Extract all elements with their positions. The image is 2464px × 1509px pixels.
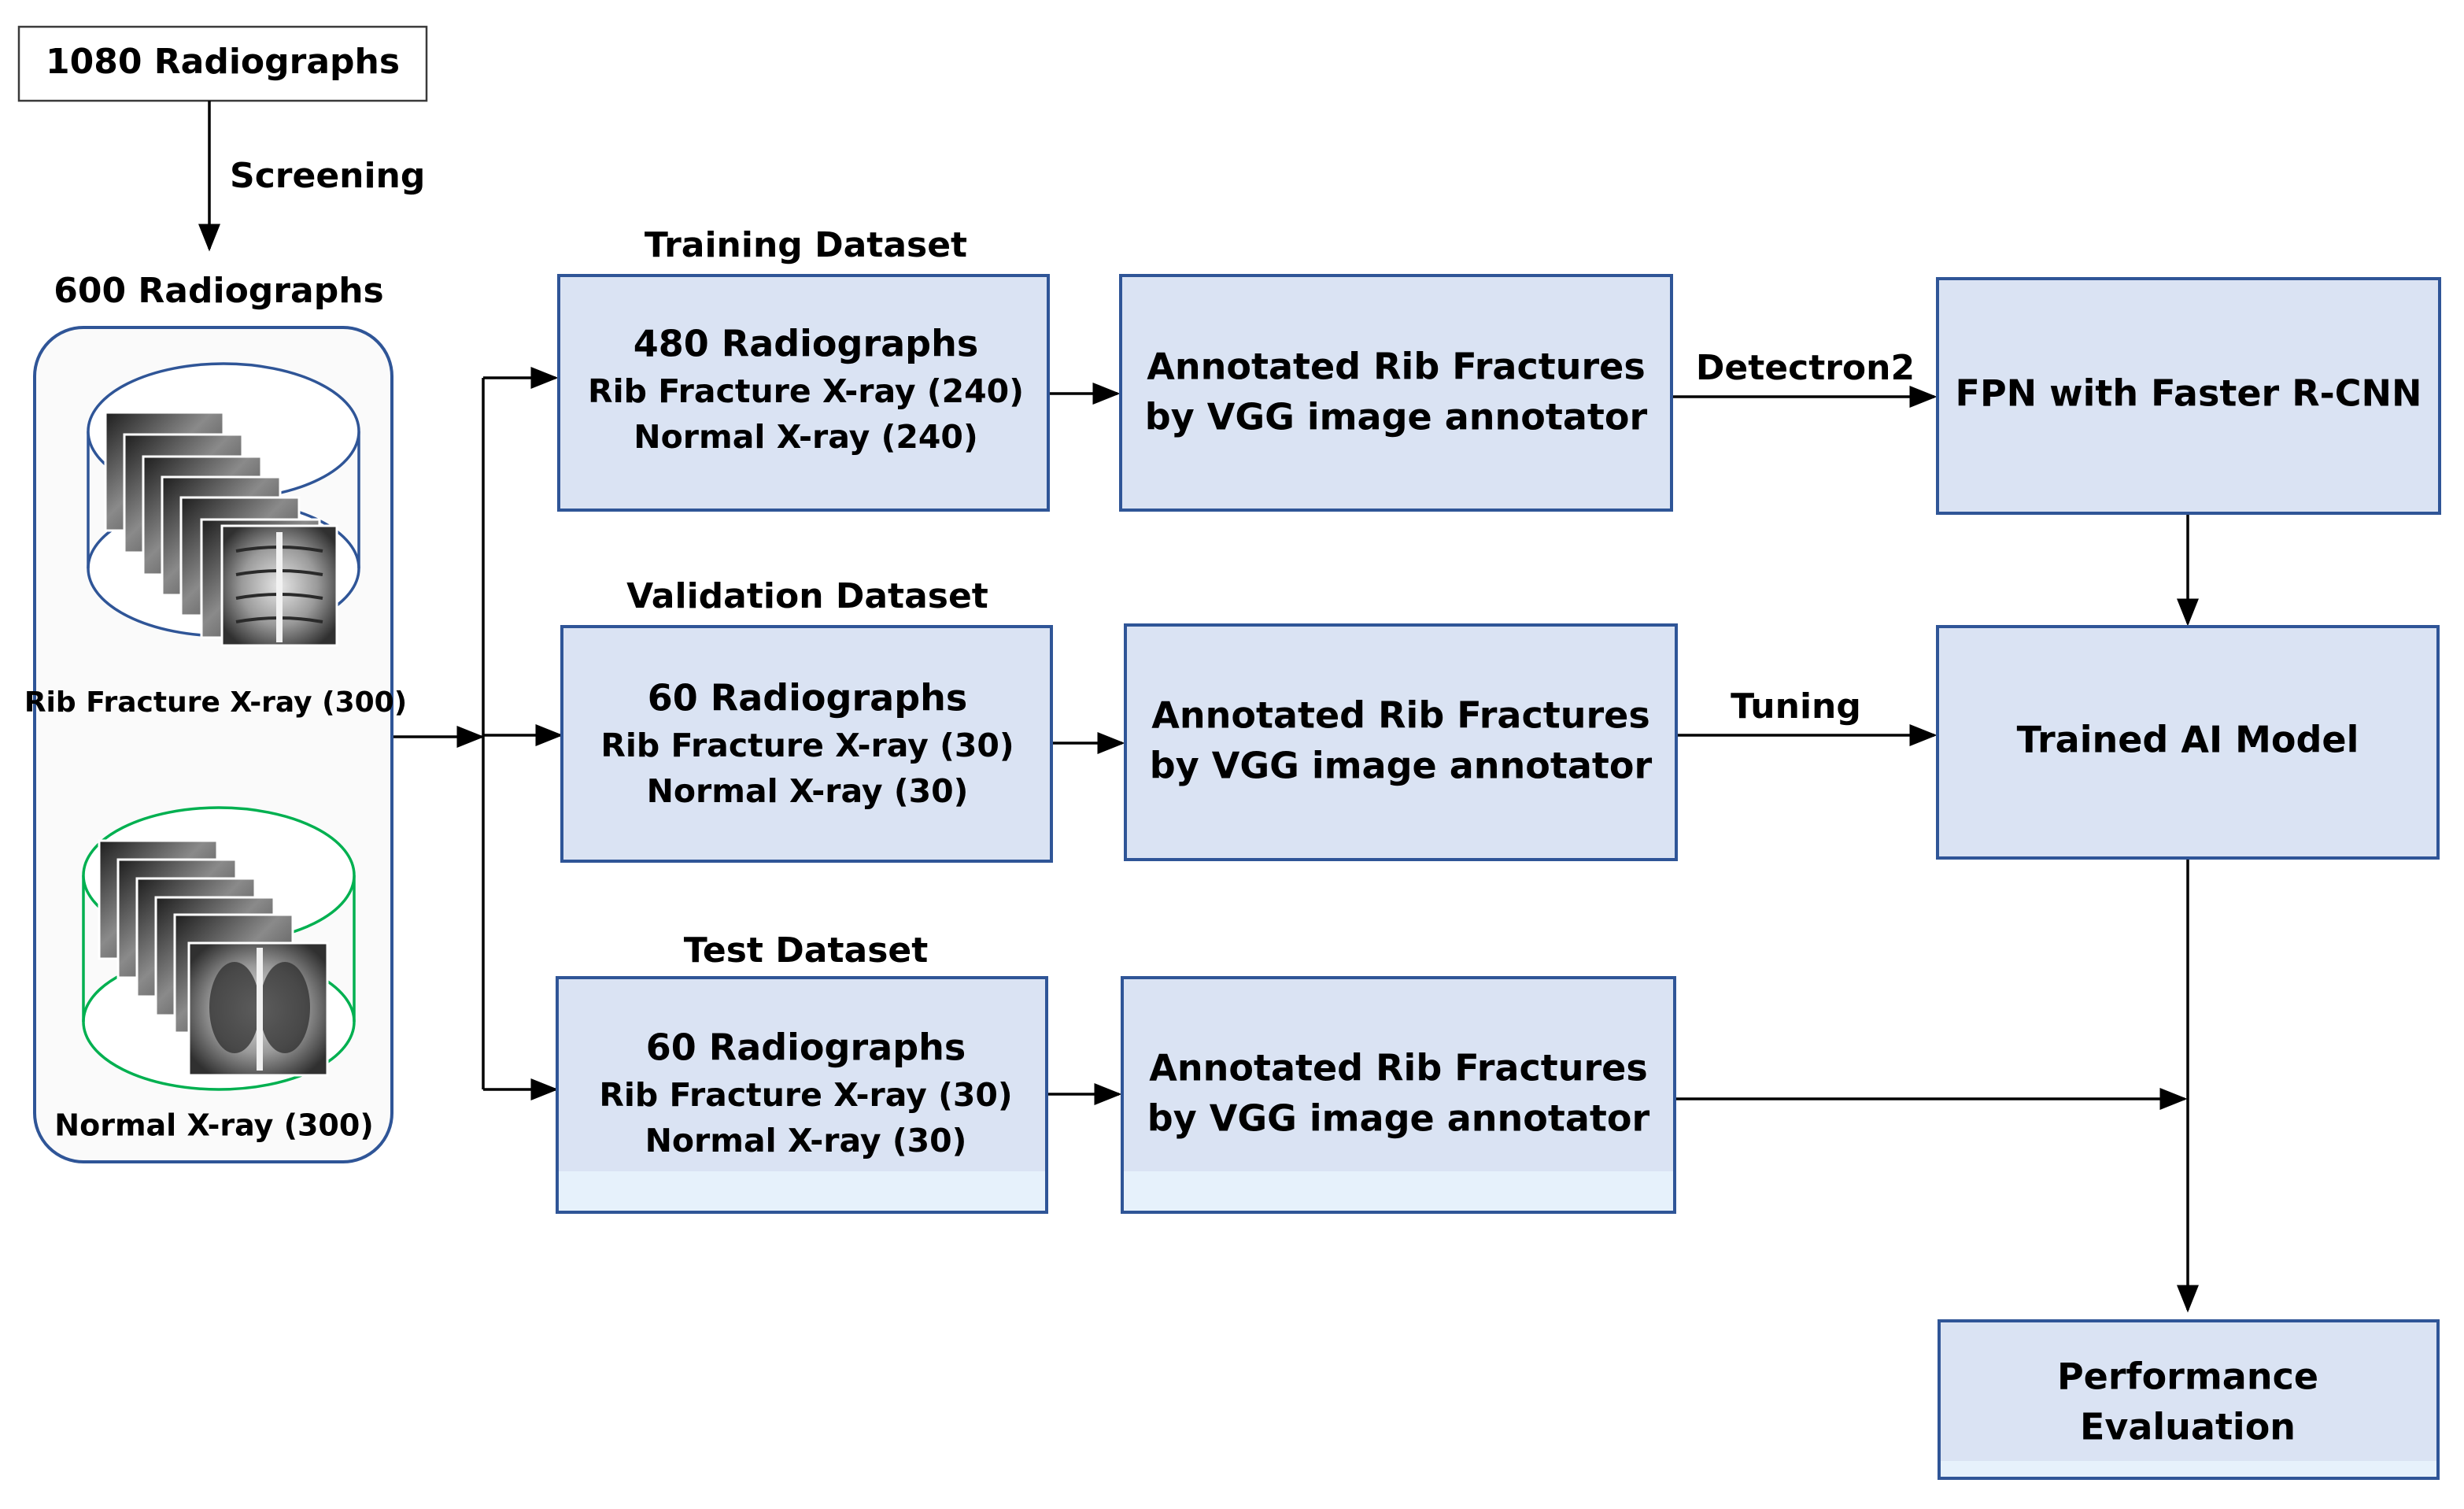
annotate-validation-line2: by VGG image annotator [1150, 745, 1653, 787]
tuning-label: Tuning [1731, 686, 1861, 727]
test-rib: Rib Fracture X-ray (30) [599, 1076, 1012, 1114]
detectron-label: Detectron2 [1696, 348, 1915, 388]
validation-rib: Rib Fracture X-ray (30) [600, 727, 1014, 764]
training-count: 480 Radiographs [634, 323, 979, 365]
radiograph-pool: Rib Fracture X-ray (300) Normal X-ray (3… [24, 326, 407, 1163]
training-normal: Normal X-ray (240) [634, 418, 977, 456]
trained-model-node: Trained AI Model [1936, 625, 2440, 860]
pool-title: 600 Radiographs [54, 271, 383, 311]
test-normal: Normal X-ray (30) [645, 1122, 967, 1159]
annotate-test-line1: Annotated Rib Fractures [1149, 1047, 1647, 1089]
annotate-training-line1: Annotated Rib Fractures [1147, 346, 1645, 388]
test-count: 60 Radiographs [646, 1026, 966, 1069]
pool-rib-label: Rib Fracture X-ray (300) [24, 686, 407, 719]
annotate-validation-node: Annotated Rib Fractures by VGG image ann… [1124, 623, 1678, 861]
training-dataset-node: 480 Radiographs Rib Fracture X-ray (240)… [557, 274, 1050, 512]
trained-model-label: Trained AI Model [2017, 719, 2359, 761]
annotate-training-node: Annotated Rib Fractures by VGG image ann… [1119, 274, 1673, 512]
validation-normal: Normal X-ray (30) [647, 772, 969, 810]
normal-cylinder-icon [82, 806, 356, 1091]
split-connector [393, 367, 563, 1100]
annotate-test-line2: by VGG image annotator [1147, 1097, 1650, 1140]
screening-label: Screening [230, 156, 425, 196]
training-dataset-caption: Training Dataset [645, 225, 967, 265]
annotate-test-node: Annotated Rib Fractures by VGG image ann… [1121, 976, 1676, 1214]
performance-line2: Evaluation [2080, 1406, 2296, 1448]
training-rib: Rib Fracture X-ray (240) [588, 372, 1024, 410]
rib-fracture-cylinder-icon [87, 362, 360, 647]
validation-count: 60 Radiographs [648, 677, 968, 719]
validation-dataset-caption: Validation Dataset [626, 576, 988, 616]
annotate-validation-line1: Annotated Rib Fractures [1151, 694, 1649, 737]
validation-dataset-node: 60 Radiographs Rib Fracture X-ray (30) N… [560, 625, 1053, 863]
test-dataset-node: 60 Radiographs Rib Fracture X-ray (30) N… [556, 976, 1048, 1214]
radiographs-1080-node: 1080 Radiographs [17, 25, 428, 102]
rib-xray-stack-icon [104, 411, 338, 647]
performance-node: Performance Evaluation [1938, 1319, 2440, 1480]
fpn-label: FPN with Faster R-CNN [1956, 372, 2422, 415]
pool-normal-label: Normal X-ray (300) [54, 1108, 373, 1143]
annotate-training-line2: by VGG image annotator [1145, 396, 1648, 438]
radiographs-1080-label: 1080 Radiographs [46, 42, 400, 82]
normal-xray-stack-icon [98, 839, 329, 1077]
performance-line1: Performance [2057, 1356, 2318, 1398]
fpn-node: FPN with Faster R-CNN [1936, 277, 2441, 515]
test-dataset-caption: Test Dataset [684, 930, 929, 971]
